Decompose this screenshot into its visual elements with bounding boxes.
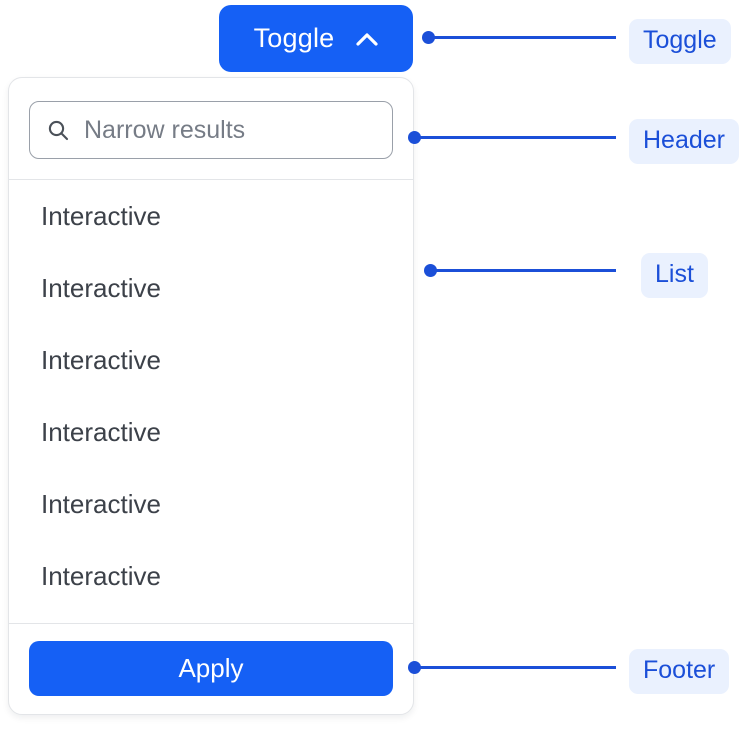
dropdown-footer: Apply: [9, 624, 413, 696]
annotation-label: Toggle: [629, 19, 731, 64]
toggle-button[interactable]: Toggle: [219, 5, 413, 72]
list-item-label: Interactive: [41, 560, 161, 591]
annotation-label: Header: [629, 119, 739, 164]
annotation-label: List: [641, 253, 708, 298]
annotation-line: [428, 36, 616, 39]
dropdown-panel: Interactive Interactive Interactive Inte…: [8, 77, 414, 715]
list-item-label: Interactive: [41, 416, 161, 447]
list-item[interactable]: Interactive: [9, 252, 413, 324]
list-item-label: Interactive: [41, 200, 161, 231]
list-item[interactable]: Interactive: [9, 396, 413, 468]
annotation-line: [430, 269, 616, 272]
search-input[interactable]: [84, 115, 376, 145]
search-field-wrapper[interactable]: [29, 101, 393, 159]
footer-divider: [9, 623, 413, 624]
list-item-label: Interactive: [41, 488, 161, 519]
list-item[interactable]: Interactive: [9, 324, 413, 396]
annotation-line: [414, 136, 616, 139]
list-item-label: Interactive: [41, 272, 161, 303]
list-item[interactable]: Interactive: [9, 540, 413, 612]
list-item[interactable]: Interactive: [9, 468, 413, 540]
list-item-label: Interactive: [41, 344, 161, 375]
chevron-up-icon: [356, 32, 378, 46]
list-item[interactable]: Interactive: [9, 180, 413, 252]
dropdown-header: [9, 78, 413, 179]
apply-button[interactable]: Apply: [29, 641, 393, 696]
options-list[interactable]: Interactive Interactive Interactive Inte…: [9, 180, 413, 623]
toggle-button-label: Toggle: [253, 23, 335, 53]
header-divider: [9, 179, 413, 180]
annotation-line: [414, 666, 616, 669]
annotation-label: Footer: [629, 649, 730, 694]
search-icon: [46, 118, 70, 142]
